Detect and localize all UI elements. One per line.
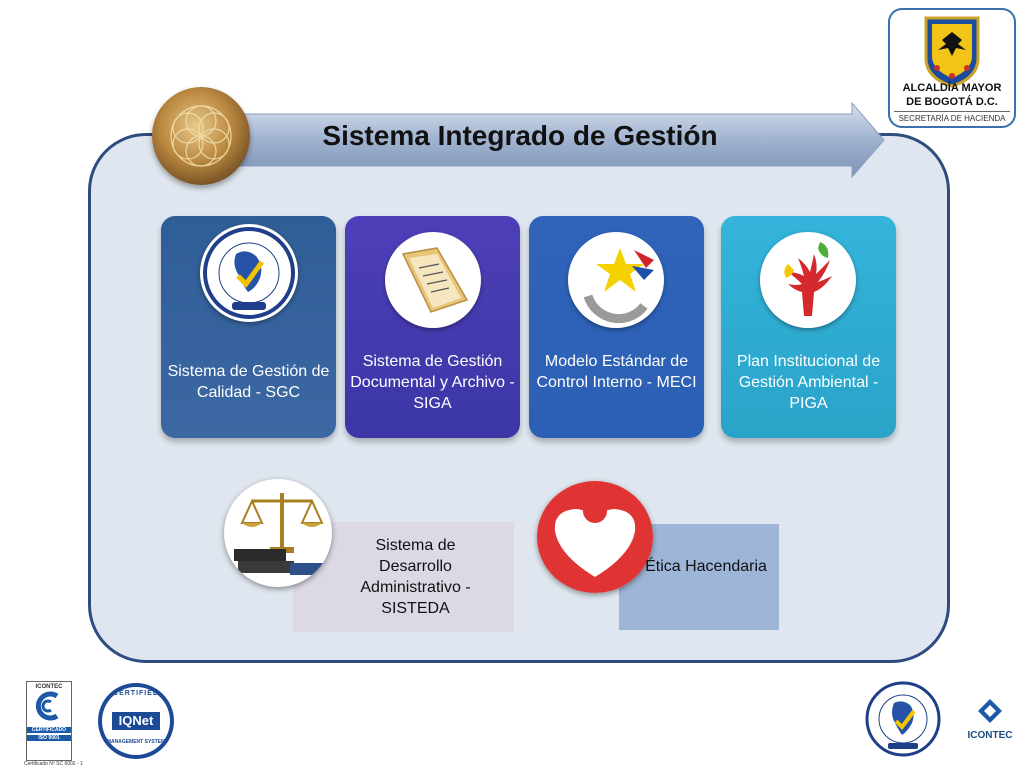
icontec-logo: ICONTEC [965, 697, 1015, 741]
icontec-diamond-icon [978, 699, 1002, 723]
icontec-mark-icon [35, 691, 59, 721]
card-piga-label: Plan Institucional de Gestión Ambiental … [736, 353, 881, 412]
logo-line-1: ALCALDÍA MAYOR [902, 82, 1002, 94]
title-arrow-banner [200, 101, 885, 179]
etica-heart-icon [537, 481, 653, 593]
icontec-iso-logo: ICONTEC CERTIFICADO ISO 9001 [26, 681, 72, 761]
meci-star-icon [568, 232, 664, 328]
card-siga-label: Sistema de Gestión Documental y Archivo … [350, 353, 515, 412]
piga-hands-tree-icon [760, 232, 856, 328]
iqnet-bottom-text: MANAGEMENT SYSTEM [106, 739, 166, 745]
alcaldia-logo [888, 8, 1016, 128]
sig-emblem-icon [152, 87, 250, 185]
card-sgc-label: Sistema de Gestión de Calidad - SGC [167, 363, 330, 401]
iqnet-top-text: CERTIFIED [113, 690, 159, 697]
sisteda-label: Sistema de Desarrollo Administrativo - S… [360, 537, 471, 617]
iqnet-logo: CERTIFIED IQNet MANAGEMENT SYSTEM [98, 683, 174, 759]
logo-line-3: SECRETARÍA DE HACIENDA [894, 111, 1010, 123]
icontec-cert-number: Certificado Nº SC 6002 - 1 [24, 761, 83, 767]
bogota-coat-of-arms-icon [924, 16, 980, 88]
card-meci-label: Modelo Estándar de Control Interno - MEC… [536, 353, 697, 391]
iqnet-name: IQNet [112, 712, 160, 730]
sgc-certification-seal-icon [200, 224, 298, 322]
icontec-label: ICONTEC [967, 730, 1013, 741]
document-folder-icon [385, 232, 481, 328]
page-title: Sistema Integrado de Gestión [322, 120, 718, 151]
justice-scale-icon [224, 479, 332, 587]
sgc-seal-footer-icon [864, 679, 942, 759]
logo-line-2: DE BOGOTÁ D.C. [906, 96, 998, 108]
etica-label: Ética Hacendaria [645, 558, 767, 575]
